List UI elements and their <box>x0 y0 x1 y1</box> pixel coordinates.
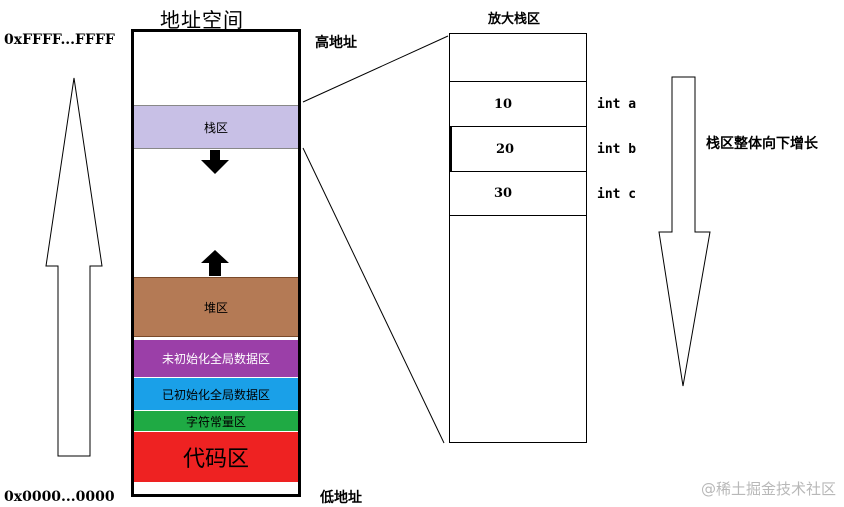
address-up-arrow-icon <box>45 77 103 457</box>
zoom-line-top <box>302 35 449 103</box>
low-address-hex: 0x0000...0000 <box>4 489 115 505</box>
watermark: @稀土掘金技术社区 <box>700 480 836 498</box>
address-space-title: 地址空间 <box>160 8 244 32</box>
bss-segment: 未初始化全局数据区 <box>134 340 298 377</box>
stack-down-arrow-icon <box>201 150 229 174</box>
stack-cell-b: 20 <box>450 126 586 171</box>
code-segment: 代码区 <box>134 432 298 482</box>
growth-note: 栈区整体向下增长 <box>706 136 818 152</box>
zoom-line-bottom <box>302 147 445 444</box>
rodata-segment: 字符常量区 <box>134 411 298 431</box>
stack-cell-a: 10 <box>450 81 586 126</box>
zoomed-stack: 10 20 30 <box>449 33 587 443</box>
stack-cell-c: 30 <box>450 171 586 216</box>
high-address-label: 高地址 <box>315 35 357 51</box>
var-label-a: int a <box>597 97 637 112</box>
high-address-hex: 0xFFFF...FFFF <box>4 32 115 48</box>
zoom-title: 放大栈区 <box>488 12 541 27</box>
heap-up-arrow-icon <box>201 250 229 276</box>
heap-segment: 堆区 <box>134 277 298 337</box>
low-address-label: 低地址 <box>320 490 362 506</box>
var-label-c: int c <box>597 187 637 202</box>
var-label-b: int b <box>597 142 637 157</box>
data-segment: 已初始化全局数据区 <box>134 378 298 410</box>
stack-segment: 栈区 <box>134 105 298 149</box>
stack-grow-down-arrow-icon <box>658 76 711 387</box>
